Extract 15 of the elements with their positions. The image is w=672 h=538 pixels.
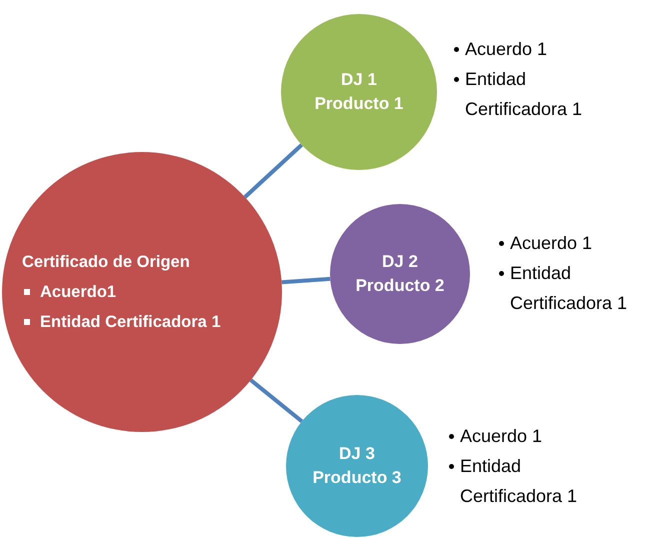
- bullet-item: Entidad Certificadora 1: [447, 451, 620, 511]
- bullet-item: Entidad Certificadora 1: [22, 307, 221, 337]
- bullet-item: Entidad Certificadora 1: [452, 64, 625, 124]
- node-title: Certificado de Origen: [22, 252, 190, 273]
- bullet-item: Acuerdo 1: [497, 228, 670, 258]
- bullet-item: Acuerdo 1: [447, 421, 620, 451]
- node-label: DJ 3 Producto 3: [312, 443, 402, 489]
- node-label: DJ 1 Producto 1: [314, 69, 404, 115]
- connector-line: [250, 378, 304, 423]
- bullet-item: Acuerdo 1: [452, 34, 625, 64]
- bullet-item: Entidad Certificadora 1: [497, 258, 670, 318]
- bullet-item: Acuerdo1: [22, 277, 116, 307]
- node-label: DJ 2 Producto 2: [354, 251, 446, 297]
- connector-line: [244, 143, 303, 199]
- connector-line: [282, 276, 330, 284]
